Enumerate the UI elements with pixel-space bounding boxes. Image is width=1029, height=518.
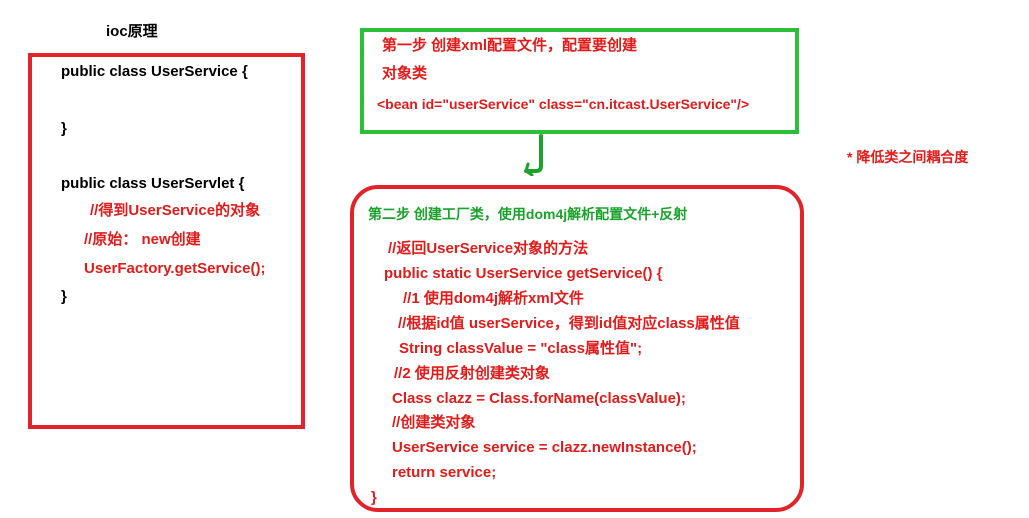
code-line-class-userservlet: public class UserServlet { [61,175,245,192]
step2-class-forname: Class clazz = Class.forName(classValue); [392,390,686,407]
step2-comment-parse: //1 使用dom4j解析xml文件 [403,290,584,307]
code-comment-original-new: //原始： new创建 [84,231,201,248]
step2-comment-reflect: //2 使用反射创建类对象 [394,365,550,382]
code-line-close-brace: } [61,120,67,137]
user-service-box [28,53,305,429]
step2-comment-create: //创建类对象 [392,414,476,431]
step1-bean-code: <bean id="userService" class="cn.itcast.… [377,96,750,112]
step1-line2: 对象类 [382,65,428,82]
step2-heading: 第二步 创建工厂类，使用dom4j解析配置文件+反射 [368,206,688,222]
step2-return: return service; [392,464,497,481]
code-comment-get-object: //得到UserService的对象 [90,202,261,219]
step2-comment-return: //返回UserService对象的方法 [388,240,589,257]
step2-new-instance: UserService service = clazz.newInstance(… [392,439,697,456]
step2-class-value: String classValue = "class属性值"; [399,340,643,357]
step2-comment-id: //根据id值 userService，得到id值对应class属性值 [398,315,740,332]
decouple-note: * 降低类之间耦合度 [847,149,969,165]
step2-close-brace: } [371,489,377,506]
code-line-close-brace-2: } [61,288,67,305]
code-line-class-userservice: public class UserService { [61,63,248,80]
page-title: ioc原理 [106,23,158,40]
code-line-factory-call: UserFactory.getService(); [84,260,266,277]
step1-line1: 第一步 创建xml配置文件，配置要创建 [382,37,638,54]
step1-box [360,28,799,134]
down-arrow-icon [524,134,543,176]
step2-method-signature: public static UserService getService() { [384,265,663,282]
step2-box [350,185,804,512]
